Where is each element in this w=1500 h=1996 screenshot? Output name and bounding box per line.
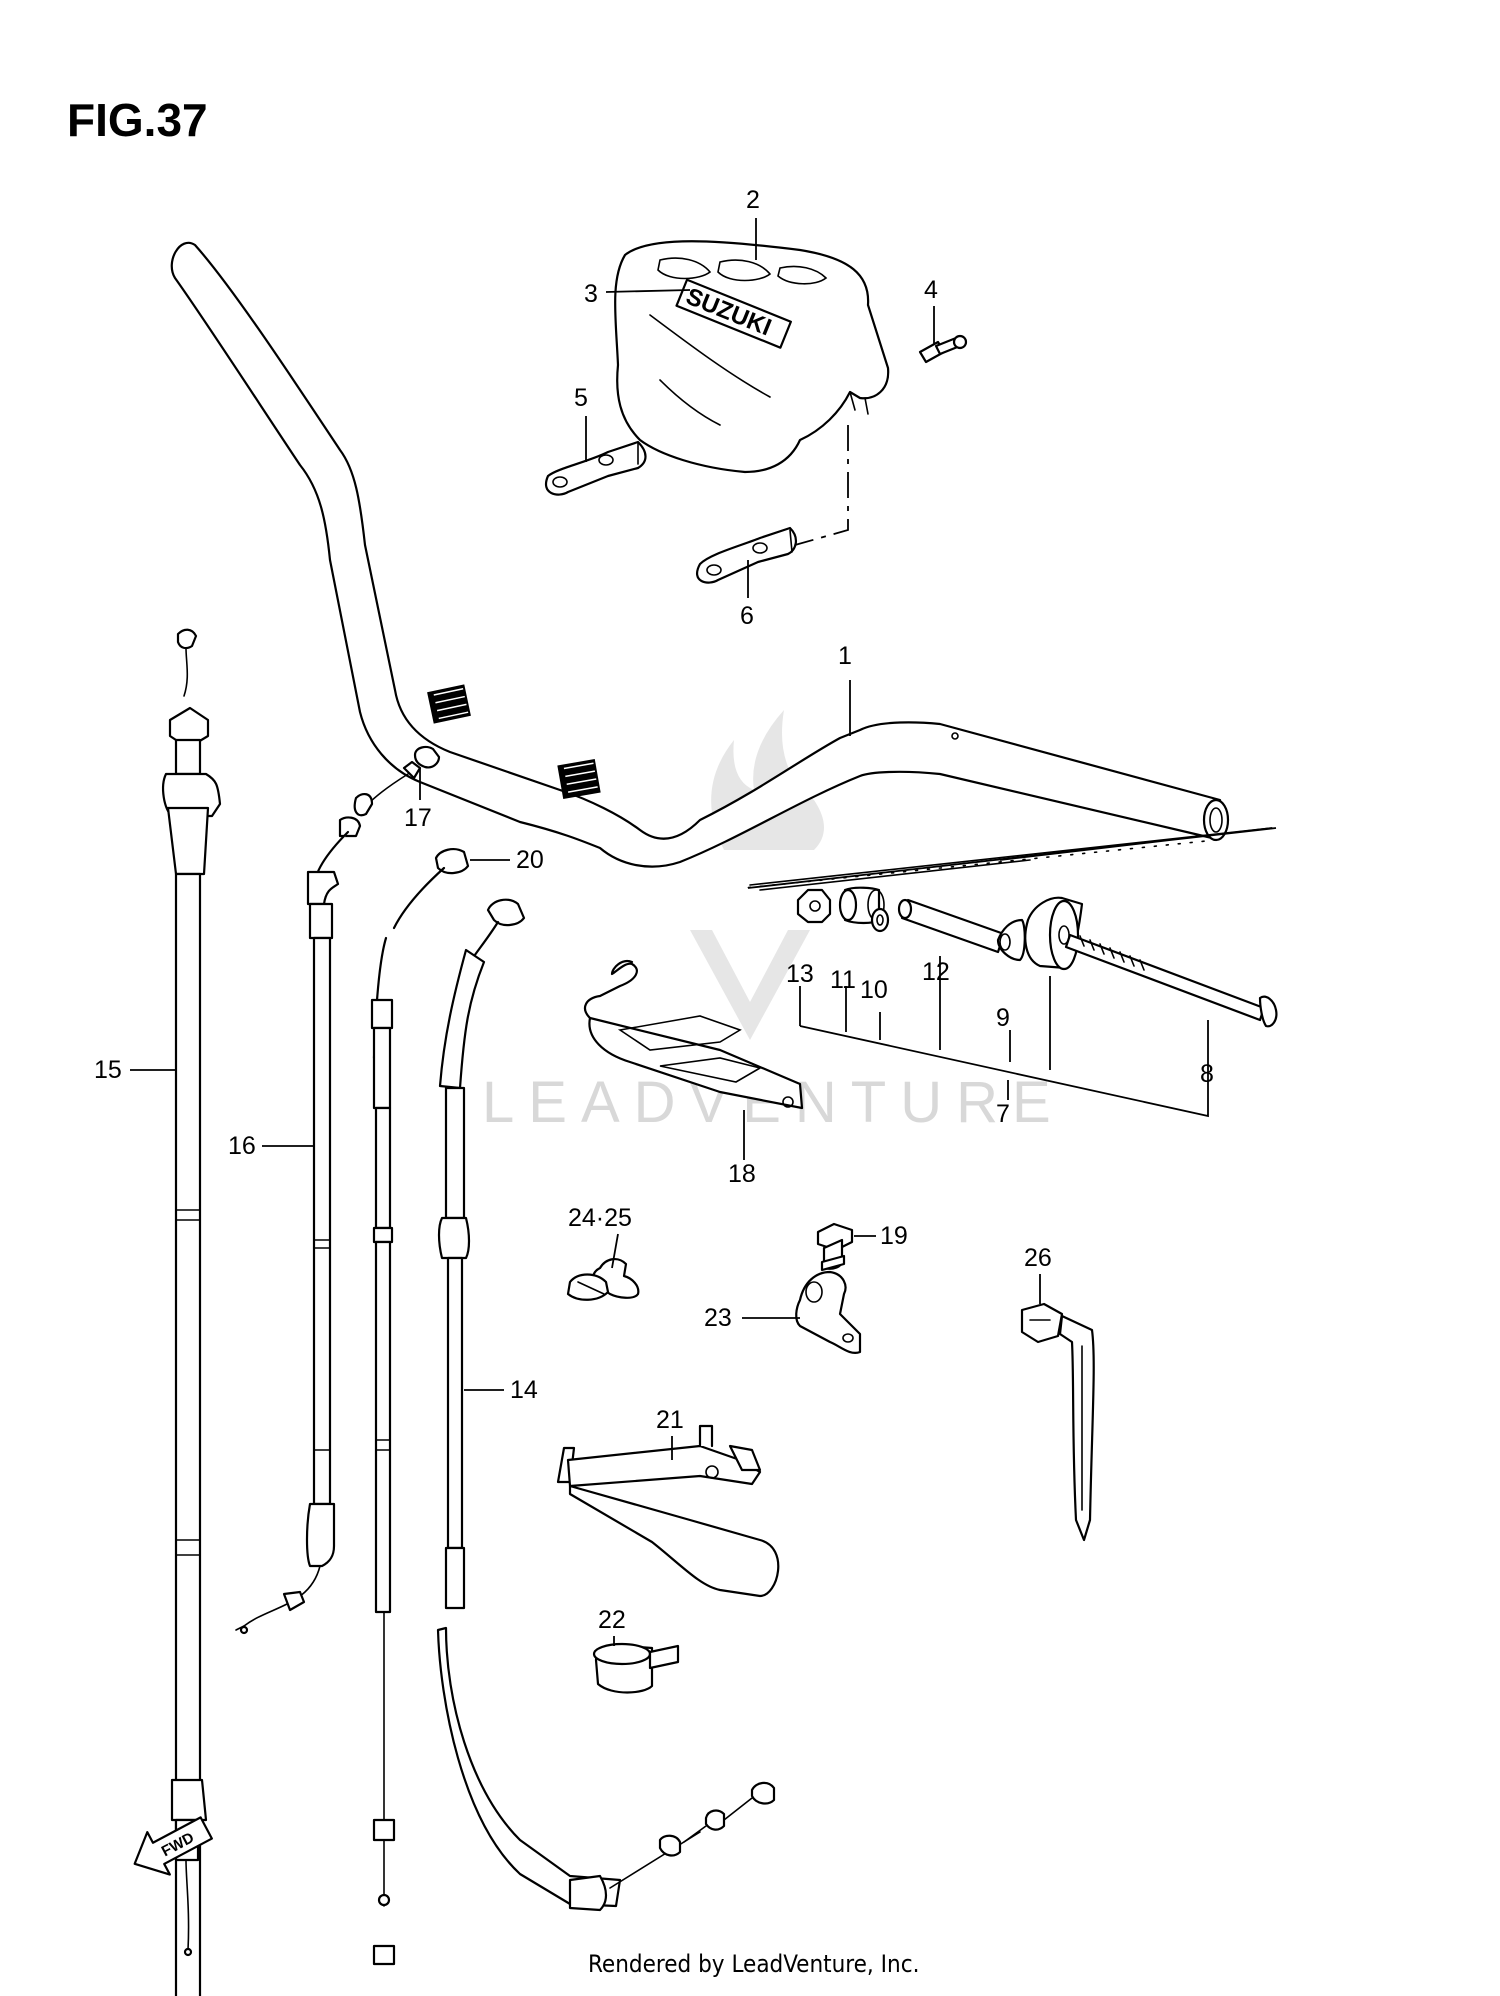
callout-22: 22 [598,1606,626,1634]
part-clip-24-25 [566,1258,640,1301]
callout-24-25: 24·25 [568,1204,632,1232]
callout-12: 12 [922,958,950,986]
part-bolt-8 [1064,933,1278,1028]
part-handlebar [170,241,1230,868]
callout-20: 20 [516,846,544,874]
assembly-line-6 [794,425,849,546]
callout-1: 1 [838,642,852,670]
callout-5: 5 [574,384,588,412]
part-rubber-9 [996,918,1026,962]
part-bracket-right [696,526,797,584]
callout-16: 16 [228,1132,256,1160]
callout-18: 18 [728,1160,756,1188]
part-bolt-19 [816,1222,854,1272]
part-cable-20 [370,848,470,1966]
callout-9: 9 [996,1004,1010,1032]
part-cable-16 [235,760,422,1635]
part-collar-11 [838,886,885,925]
callout-2: 2 [746,186,760,214]
part-cable-14 [436,898,776,1912]
part-weight [1024,896,1084,971]
callout-7: 7 [996,1100,1010,1128]
callout-6: 6 [740,602,754,630]
callout-23: 23 [704,1304,732,1332]
leader-lines [130,218,1277,1646]
callout-11: 11 [830,966,856,994]
callout-8: 8 [1200,1060,1214,1088]
part-handlebar-cover: SUZUKI [614,240,890,474]
part-cable-end-17 [413,745,441,769]
part-sleeve-12 [897,898,1006,954]
callout-26: 26 [1024,1244,1052,1272]
part-clip-screw [918,334,968,364]
callout-21: 21 [656,1406,684,1434]
callout-19: 19 [880,1222,908,1250]
watermark: LEADVENTURE [482,710,1051,1135]
callout-13: 13 [786,960,814,988]
figure-title: FIG.37 [67,94,208,146]
callout-17: 17 [404,804,432,832]
footer-credit: Rendered by LeadVenture, Inc. [588,1950,919,1978]
callout-3: 3 [584,280,598,308]
callout-15: 15 [94,1056,122,1084]
part-nut-13 [796,888,832,924]
part-bracket-21 [556,1424,780,1598]
callout-14: 14 [510,1376,538,1404]
part-washer-10 [870,907,890,933]
part-bracket-left [545,440,647,496]
callout-10: 10 [860,976,888,1004]
callout-4: 4 [924,276,938,304]
part-cable-tie-26 [1020,1302,1095,1542]
part-cable-guide-18 [583,960,804,1110]
part-throttle-cable-15 [162,628,222,1996]
callout-labels: 2 3 4 5 6 1 13 11 10 12 9 8 7 18 17 20 1… [94,186,1214,1634]
part-clamp-23 [795,1270,862,1354]
part-clamp-22 [592,1642,680,1694]
